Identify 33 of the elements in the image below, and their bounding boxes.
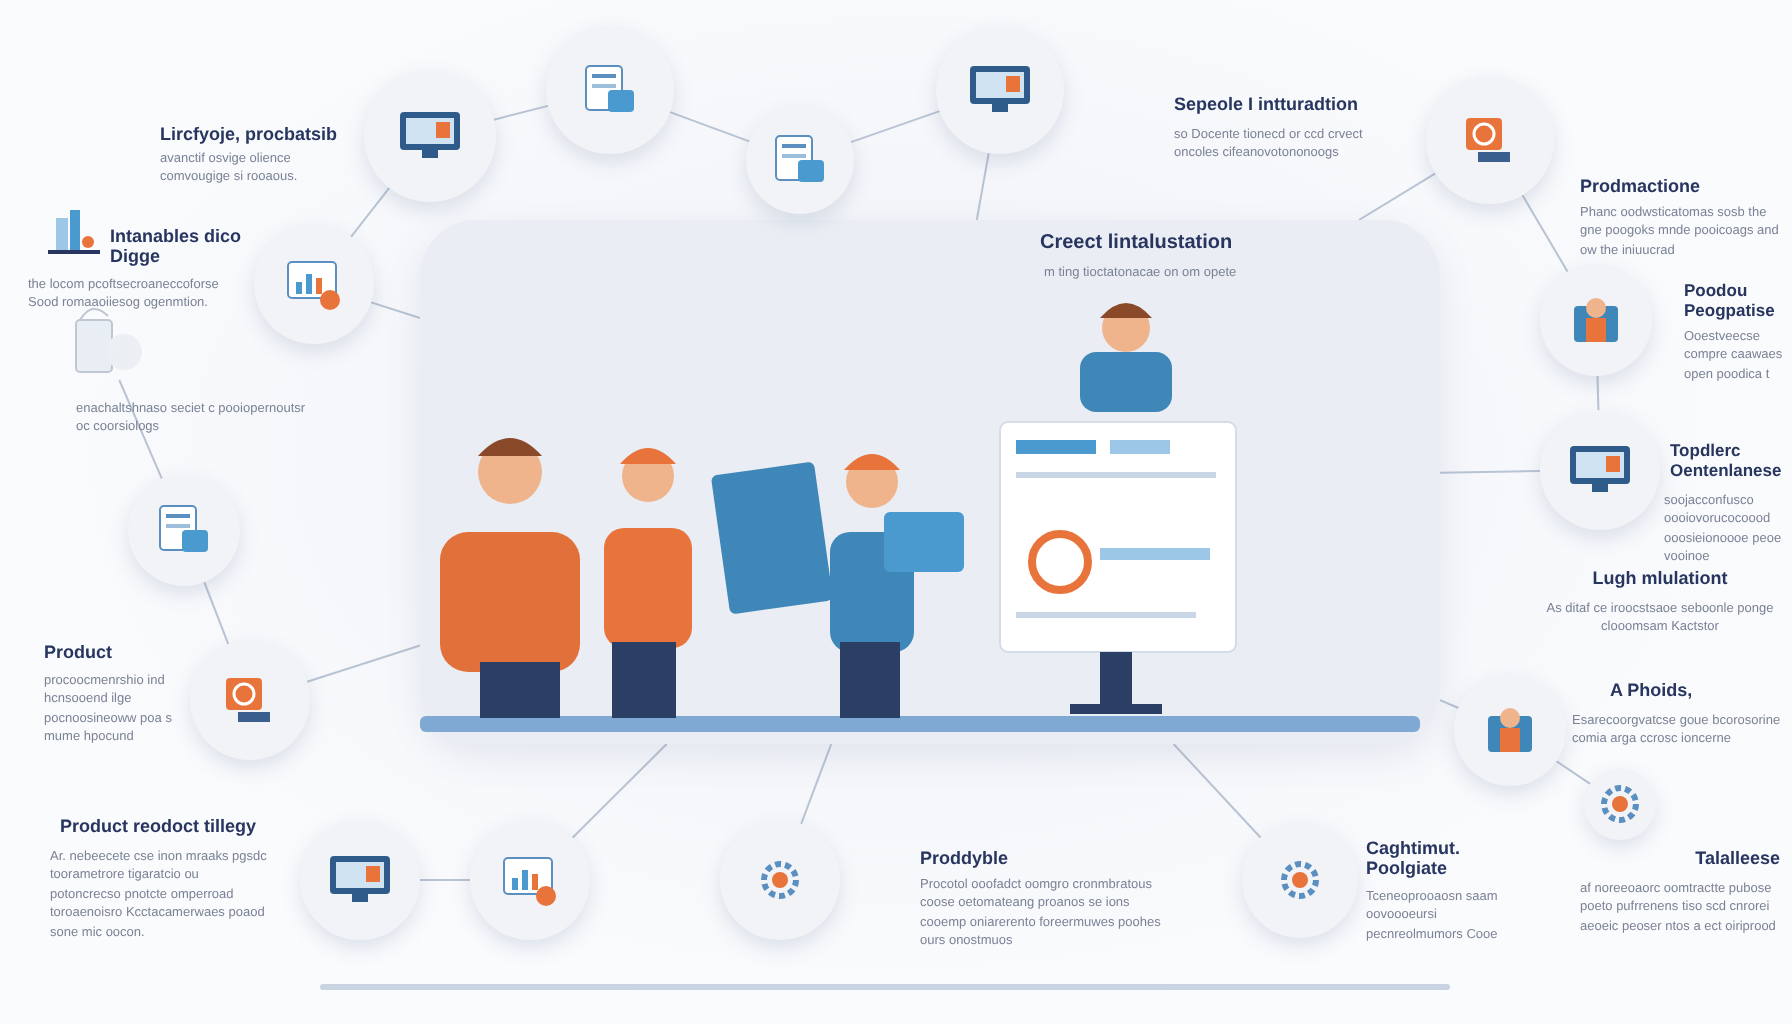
connector-line: [800, 743, 833, 825]
connector-line: [1521, 194, 1569, 273]
node-heading: Intanables dico Digge: [110, 226, 244, 268]
connector-line: [419, 879, 471, 881]
section-heading: Prodmactione: [1580, 176, 1703, 197]
connector-line: [1596, 375, 1600, 411]
connector-line: [1439, 699, 1460, 709]
connector-line: [1555, 760, 1592, 785]
node-heading: A Phoids,: [1610, 680, 1695, 701]
connector-line: [203, 581, 230, 646]
connector-line: [669, 111, 751, 143]
connector-line: [1172, 743, 1262, 839]
connector-line: [350, 186, 391, 238]
connector-line: [492, 104, 549, 121]
node-heading: Sepeole I intturadtion: [1174, 94, 1361, 115]
connector-line: [975, 152, 990, 221]
connector-line: [306, 644, 421, 683]
node-heading: Topdlerc Oentenlanese: [1670, 442, 1784, 482]
connector-line: [1358, 172, 1437, 221]
panel-heading: Creect lintalustation: [1040, 232, 1235, 255]
connector-line: [118, 379, 163, 480]
node-heading: Product reodoct tillegy: [60, 816, 259, 837]
node-heading: Lircfyoje, procbatsib: [160, 124, 340, 145]
section-heading: Lugh mlulationt: [1590, 568, 1730, 589]
node-heading: Poodou Peogpatise: [1684, 282, 1777, 322]
connector-line: [849, 110, 941, 144]
connector-line: [1439, 470, 1541, 474]
node-heading: Talalleese: [1693, 848, 1780, 869]
node-heading: Caghtimut. Poolgiate: [1366, 838, 1462, 880]
node-heading: Proddyble: [920, 848, 1011, 869]
connector-line: [370, 301, 421, 320]
connector-line: [571, 743, 668, 839]
node-heading: Product: [44, 642, 115, 663]
